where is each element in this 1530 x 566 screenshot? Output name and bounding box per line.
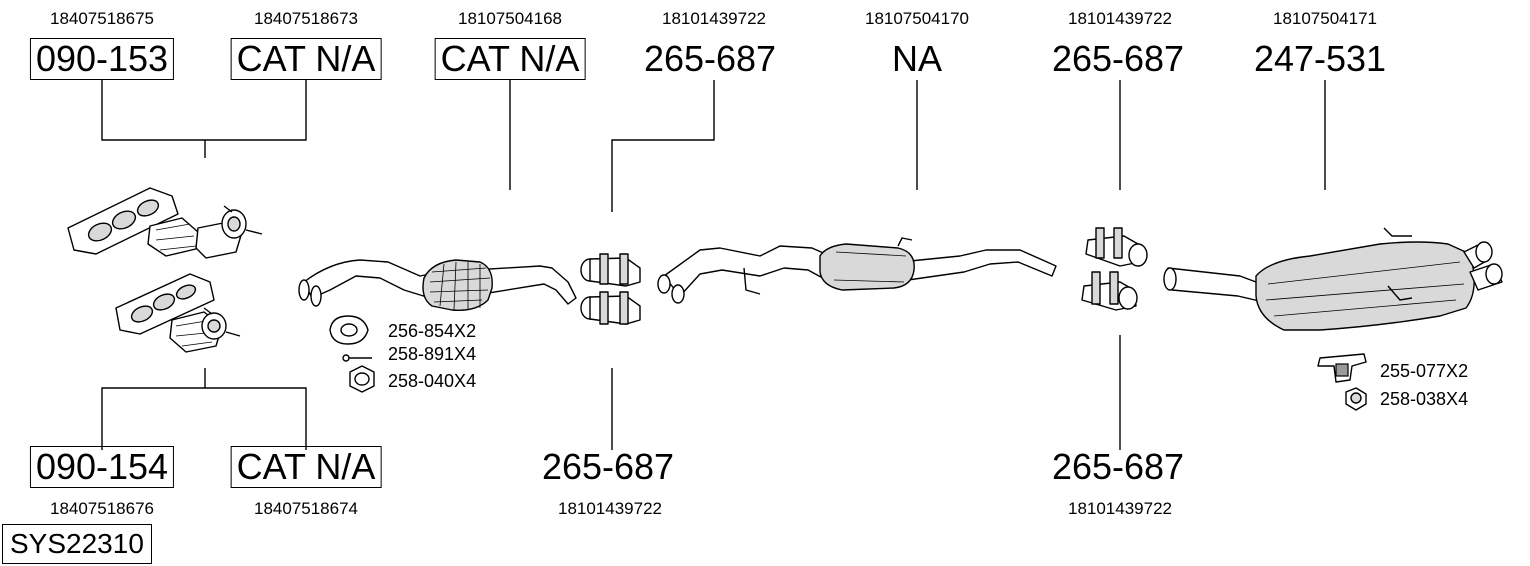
part-number[interactable]: CAT N/A bbox=[434, 38, 586, 80]
pipe-clamp-icon bbox=[580, 253, 641, 325]
part-number[interactable]: 247-531 bbox=[1253, 38, 1387, 79]
oem-number: 18101439722 bbox=[661, 9, 767, 28]
oem-number: 18107504171 bbox=[1272, 9, 1378, 28]
muffler-icon bbox=[657, 237, 1057, 304]
part-number[interactable]: 090-153 bbox=[29, 38, 175, 80]
part-number[interactable]: CAT N/A bbox=[230, 446, 382, 488]
oem-number: 18407518676 bbox=[49, 499, 155, 518]
oem-number: 18107504170 bbox=[864, 9, 970, 28]
oem-number: 18101439722 bbox=[1067, 9, 1173, 28]
part-number[interactable]: CAT N/A bbox=[230, 38, 382, 80]
part-number[interactable]: NA bbox=[891, 38, 943, 79]
leader-lines bbox=[101, 80, 1326, 450]
oem-number: 18407518673 bbox=[253, 9, 359, 28]
nut-icon bbox=[349, 365, 375, 393]
part-number[interactable]: 265-687 bbox=[643, 38, 777, 79]
manifold-icon bbox=[67, 187, 263, 259]
oem-number: 18101439722 bbox=[557, 499, 663, 518]
flange-nut-icon bbox=[1345, 387, 1367, 411]
muffler-icon bbox=[1163, 227, 1503, 331]
system-code: SYS22310 bbox=[2, 524, 152, 564]
rubber-hanger-icon bbox=[1317, 353, 1367, 383]
part-number[interactable]: 265-687 bbox=[1051, 446, 1185, 487]
gasket-icon bbox=[329, 315, 369, 345]
part-number[interactable]: 090-154 bbox=[29, 446, 175, 488]
hardware-label[interactable]: 258-040X4 bbox=[388, 371, 477, 391]
catalytic-converter-icon bbox=[298, 259, 577, 311]
hardware-label[interactable]: 256-854X2 bbox=[388, 321, 477, 341]
part-number[interactable]: 265-687 bbox=[1051, 38, 1185, 79]
hardware-label[interactable]: 258-038X4 bbox=[1380, 389, 1469, 409]
pipe-clamp-icon bbox=[1081, 227, 1148, 311]
manifold-icon bbox=[115, 273, 241, 353]
hardware-label[interactable]: 258-891X4 bbox=[388, 344, 477, 364]
oem-number: 18407518675 bbox=[49, 9, 155, 28]
oem-number: 18107504168 bbox=[457, 9, 563, 28]
hardware-label[interactable]: 255-077X2 bbox=[1380, 361, 1469, 381]
oem-number: 18407518674 bbox=[253, 499, 359, 518]
oem-number: 18101439722 bbox=[1067, 499, 1173, 518]
part-number[interactable]: 265-687 bbox=[541, 446, 675, 487]
bolt-icon bbox=[342, 354, 372, 362]
